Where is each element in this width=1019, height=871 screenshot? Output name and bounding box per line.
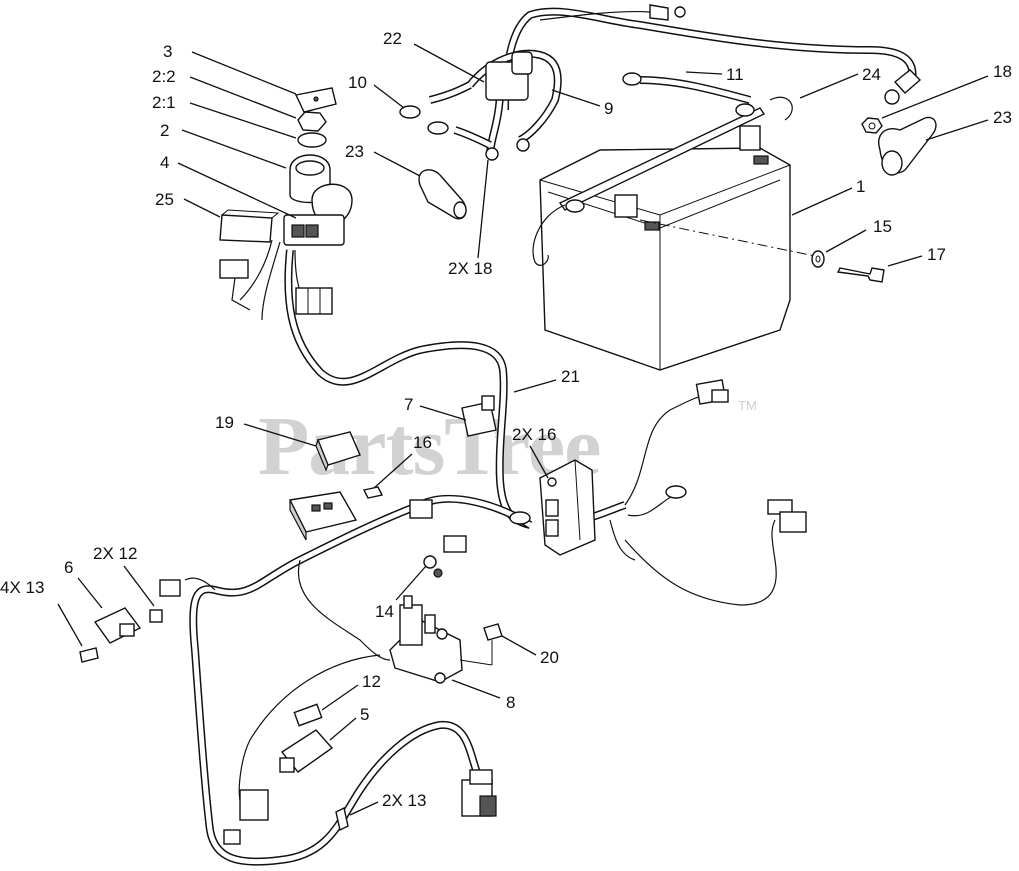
connector-left [159,579,181,597]
callout-16: 16 [413,433,432,452]
callout-9: 9 [604,99,613,118]
callout-22: 22 [383,29,402,48]
callout-10: 10 [348,73,367,92]
bolt-17 [836,267,885,283]
switch-7 [461,395,497,437]
callout-1: 1 [856,177,865,196]
callout-2x13: 2X 13 [382,791,426,810]
battery [532,103,816,371]
cable-assembly-9-10-22 [399,49,562,161]
callout-23-right: 23 [993,108,1012,127]
callout-7: 7 [404,395,413,414]
switch-6 [93,607,142,644]
ignition-group [219,87,353,315]
solenoid [389,595,463,684]
bolt-20 [459,623,503,666]
connector-right [767,499,807,533]
screw-2x13-bottom [335,806,349,832]
switch-5 [279,703,334,773]
main-harness [184,239,777,866]
nut-18 [861,117,883,134]
callout-24: 24 [862,65,881,84]
connector-bottom-left [223,789,269,845]
callout-6: 6 [64,558,73,577]
callout-5: 5 [360,705,369,724]
eyelet-14 [423,555,443,578]
callout-labels: 3 2:2 2:1 2 4 25 22 10 9 23 2X 18 11 24 … [0,29,1012,810]
callout-4: 4 [160,153,169,172]
washer-15 [811,250,825,268]
leader-lines [57,43,989,816]
callout-11: 11 [726,65,744,84]
fuse-block [539,459,596,556]
screw-4x13 [79,647,99,663]
callout-2x18: 2X 18 [448,259,492,278]
callout-2-2: 2:2 [152,67,176,86]
callout-17: 17 [927,245,946,264]
battery-cables [501,4,922,121]
callout-25: 25 [155,190,174,209]
connector-upper-right [695,379,729,405]
callout-2x12: 2X 12 [93,544,137,563]
screw-16 [362,486,384,499]
callout-2: 2 [160,121,169,140]
callout-21: 21 [561,367,580,386]
callout-15: 15 [873,217,892,236]
relay-socket [288,491,358,541]
harness-connector-mid [409,499,531,553]
callout-8: 8 [506,693,515,712]
terminal-boot-left [418,169,467,220]
callout-2-1: 2:1 [152,93,176,112]
callout-4x13: 4X 13 [0,578,44,597]
callout-12: 12 [362,672,381,691]
callout-19: 19 [215,413,234,432]
callout-18: 18 [993,62,1012,81]
callout-20: 20 [540,648,559,667]
watermark-trademark: TM [738,398,757,413]
nut-2x12-left [149,609,163,623]
callout-3: 3 [163,42,172,61]
ring-terminal-right [665,485,687,499]
terminal-boot-right [878,116,937,176]
relay-19 [315,431,361,472]
callout-23-left: 23 [345,142,364,161]
connector-bottom-right [461,769,497,817]
callout-14: 14 [375,602,394,621]
callout-2x16: 2X 16 [512,425,556,444]
